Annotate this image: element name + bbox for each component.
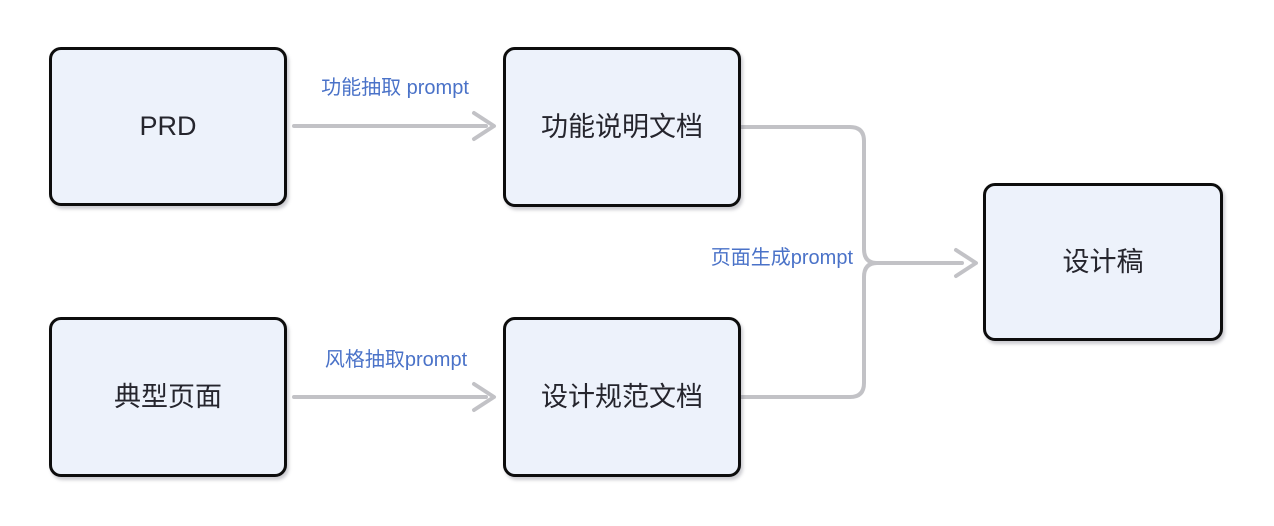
edge-design-spec-to-merge: [739, 261, 879, 399]
node-typical-page-label: 典型页面: [114, 381, 222, 412]
edge-label-feature-extract-prompt: 功能抽取 prompt: [321, 77, 469, 99]
node-design-spec-doc[interactable]: 设计规范文档: [503, 317, 741, 477]
arrowhead-icon-feature-doc: [472, 111, 496, 141]
arrowhead-icon-design-draft: [954, 248, 978, 278]
node-prd-label: PRD: [139, 111, 197, 142]
arrowhead-icon-design-spec: [472, 382, 496, 412]
edge-feature-doc-to-merge: [739, 125, 879, 265]
node-design-spec-doc-label: 设计规范文档: [541, 381, 703, 412]
node-typical-page[interactable]: 典型页面: [49, 317, 287, 477]
edge-label-style-extract-prompt: 风格抽取prompt: [324, 349, 468, 371]
node-feature-spec-doc[interactable]: 功能说明文档: [503, 47, 741, 207]
node-design-draft-label: 设计稿: [1062, 246, 1144, 277]
node-design-draft[interactable]: 设计稿: [983, 183, 1223, 341]
node-feature-spec-doc-label: 功能说明文档: [541, 111, 703, 142]
node-prd[interactable]: PRD: [49, 47, 287, 206]
edge-label-page-generate-prompt: 页面生成prompt: [710, 247, 853, 269]
